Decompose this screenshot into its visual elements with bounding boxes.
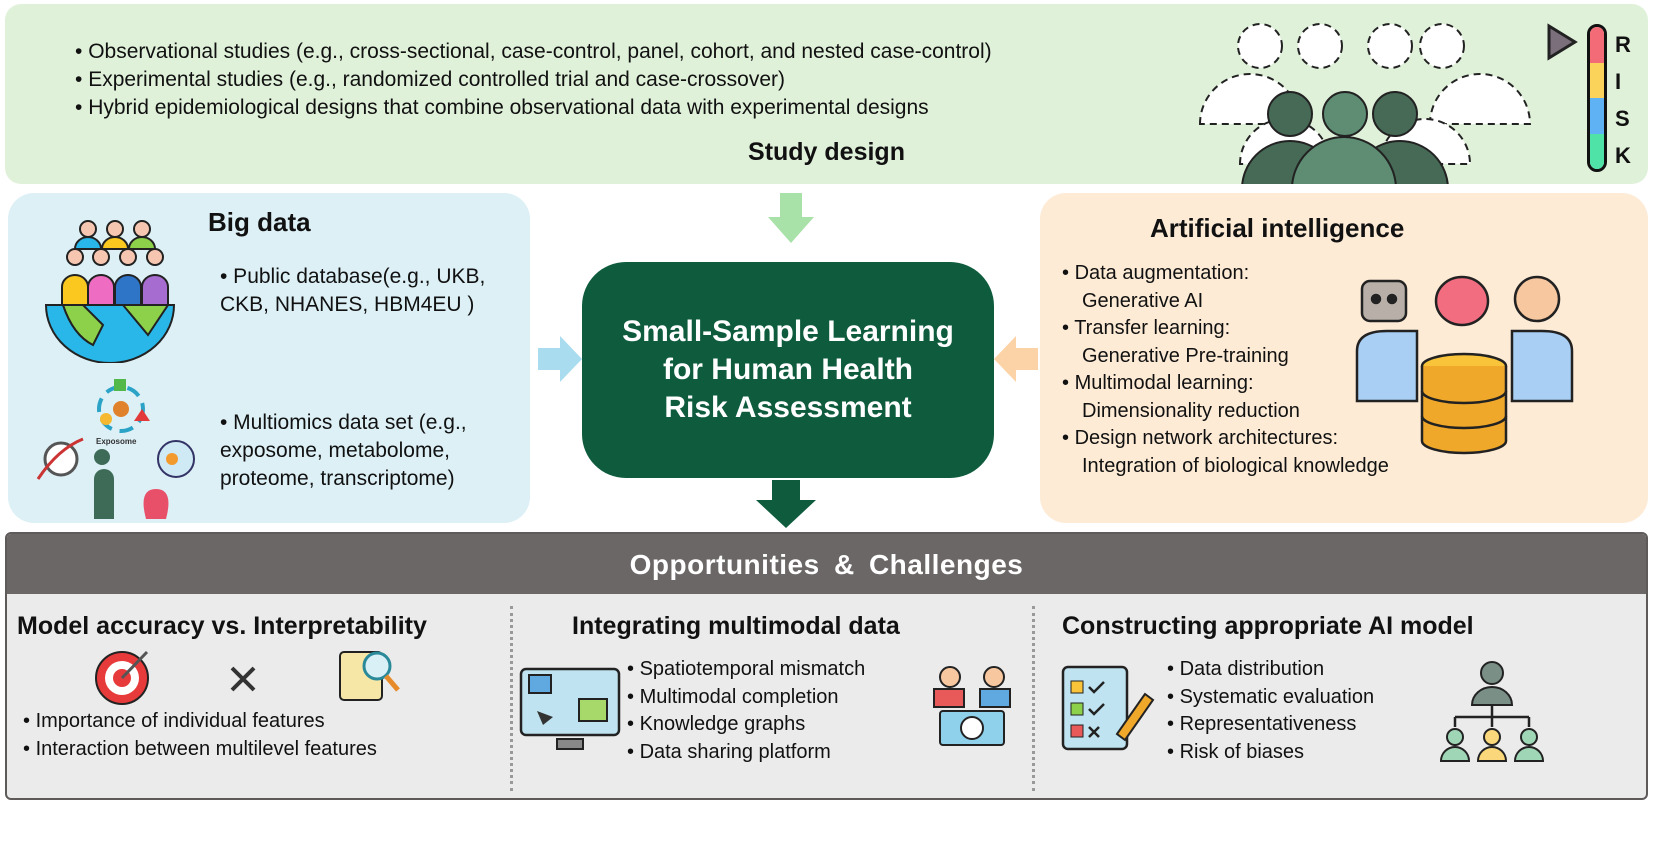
- column-title: Model accuracy vs. Interpretability: [17, 612, 427, 640]
- arrow-down-outcome: [756, 480, 816, 528]
- list-item: Hybrid epidemiological designs that comb…: [75, 94, 992, 122]
- list-item: Knowledge graphs: [627, 711, 865, 739]
- risk-scale-icon: [1587, 24, 1607, 172]
- ai-title: Artificial intelligence: [1150, 213, 1405, 243]
- column-title: Constructing appropriate AI model: [1062, 612, 1474, 640]
- ai-list: • Data augmentation:Generative AI • Tran…: [1062, 262, 1389, 477]
- list-item: Systematic evaluation: [1167, 684, 1375, 712]
- column-divider: [510, 606, 513, 791]
- arrow-right-bigdata: [538, 336, 582, 382]
- list-item: Representativeness: [1167, 711, 1374, 739]
- target-vs-interpretability-icons: [95, 650, 400, 705]
- central-topic-box: Small-Sample Learning for Human Health R…: [582, 262, 994, 478]
- central-topic-line: for Human Health: [662, 353, 914, 386]
- globe-population-icon: [44, 220, 176, 363]
- list-item: Observational studies (e.g., cross-secti…: [75, 38, 991, 66]
- list-item: Data distribution: [1167, 656, 1374, 684]
- list-item: Interaction between multilevel features: [23, 736, 377, 764]
- ai-robot-brain-database-icon: [1355, 275, 1574, 455]
- multiomics-item: • Multiomics data set (e.g., exposome, m…: [220, 411, 467, 490]
- central-topic-line: Risk Assessment: [664, 391, 912, 424]
- public-database-item: • Public database(e.g., UKB, CKB, NHANES…: [220, 265, 486, 316]
- column-list: Data distribution Systematic evaluation …: [1167, 656, 1375, 767]
- multimedia-monitor-icon: [519, 667, 621, 750]
- list-item: Risk of biases: [1167, 739, 1374, 767]
- artificial-intelligence-panel: Artificial intelligence • Data augmentat…: [1040, 193, 1648, 523]
- hierarchy-people-icon: [1439, 661, 1545, 762]
- checklist-icon: [1061, 665, 1155, 751]
- study-design-list: Observational studies (e.g., cross-secti…: [75, 38, 992, 122]
- column-list: Spatiotemporal mismatch Multimodal compl…: [627, 656, 866, 767]
- list-item: Multimodal completion: [627, 684, 865, 712]
- arrow-left-ai: [994, 336, 1038, 382]
- opportunities-challenges-title: Opportunities & Challenges: [7, 534, 1646, 594]
- exposome-cycle-icon: Exposome: [36, 379, 195, 519]
- big-data-title: Big data: [208, 207, 311, 237]
- list-item: Data sharing platform: [627, 739, 865, 767]
- data-sharing-icon: [933, 666, 1011, 746]
- list-item: Experimental studies (e.g., randomized c…: [75, 66, 992, 94]
- arrow-down-study: [768, 193, 814, 243]
- population-sample-icon: [1198, 23, 1532, 184]
- svg-text:Exposome: Exposome: [96, 437, 137, 446]
- column-divider: [1032, 606, 1035, 791]
- study-design-panel: Observational studies (e.g., cross-secti…: [5, 4, 1648, 184]
- column-title: Integrating multimodal data: [572, 612, 900, 640]
- column-list: Importance of individual features Intera…: [23, 708, 377, 763]
- play-arrow-icon: [1547, 23, 1578, 61]
- opportunities-challenges-panel: Opportunities & Challenges Model accurac…: [5, 532, 1648, 800]
- study-design-title: Study design: [748, 138, 905, 166]
- list-item: Spatiotemporal mismatch: [627, 656, 866, 684]
- list-item: Importance of individual features: [23, 708, 377, 736]
- central-topic-line: Small-Sample Learning: [622, 315, 954, 348]
- big-data-panel: Big data • Public database(e.g., UKB, CK…: [8, 193, 530, 523]
